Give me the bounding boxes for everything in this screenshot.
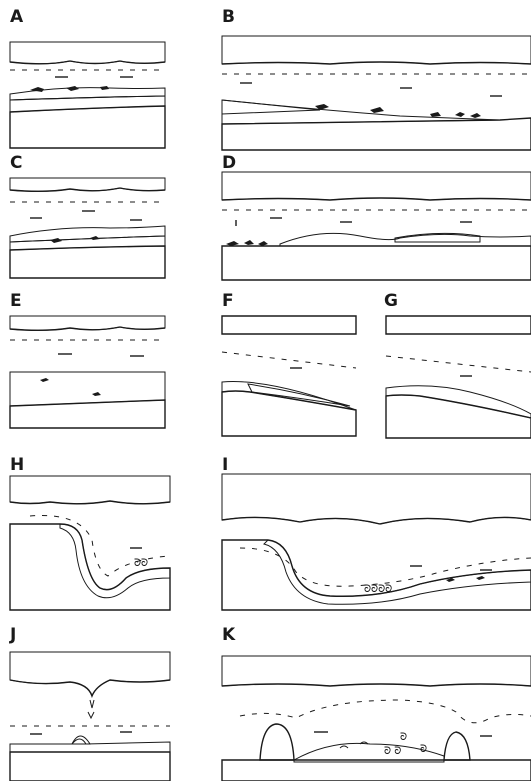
panel-label-a: A <box>10 7 24 27</box>
panel-label-j: J <box>9 625 16 645</box>
panel-d: D <box>222 153 531 280</box>
panel-label-d: D <box>222 153 236 173</box>
panel-label-f: F <box>222 291 234 311</box>
panel-label-e: E <box>10 291 22 311</box>
panel-a-dotted-bed <box>10 96 165 112</box>
panel-a-upper-limestone <box>10 42 165 64</box>
panel-a: A <box>10 7 165 148</box>
panel-b-lower-limestone <box>222 118 531 150</box>
panel-label-b: B <box>222 7 235 27</box>
svg-text:ᘐ: ᘐ <box>420 744 427 755</box>
panel-b-upper-limestone <box>222 36 531 64</box>
panel-e: E <box>10 291 165 428</box>
svg-text:ᘐᘐ: ᘐᘐ <box>134 558 148 569</box>
panel-h: H ᘐᘐ <box>10 455 170 610</box>
panel-label-h: H <box>10 455 24 475</box>
svg-text:ᘐ: ᘐ <box>400 732 407 743</box>
panel-g: G <box>384 291 531 438</box>
panel-f: F <box>222 291 356 436</box>
panel-j: J <box>9 625 170 781</box>
panel-label-k: K <box>222 625 236 645</box>
panel-a-upper-contact <box>10 61 165 64</box>
panel-c: C <box>10 153 165 278</box>
svg-text:ᘐ ᘐ: ᘐ ᘐ <box>384 746 401 757</box>
panel-label-i: I <box>222 455 228 475</box>
panel-b: B <box>222 7 531 150</box>
panel-label-c: C <box>10 153 22 173</box>
panel-k: K ᘐ ᘐ ᘐ ᘐ <box>222 625 531 781</box>
svg-text:ᘐᘐᘐᘐ: ᘐᘐᘐᘐ <box>364 584 392 595</box>
panel-a-lower-limestone <box>10 106 165 148</box>
panel-label-g: G <box>384 291 398 311</box>
panel-i: I ᘐᘐᘐᘐ <box>222 455 531 610</box>
